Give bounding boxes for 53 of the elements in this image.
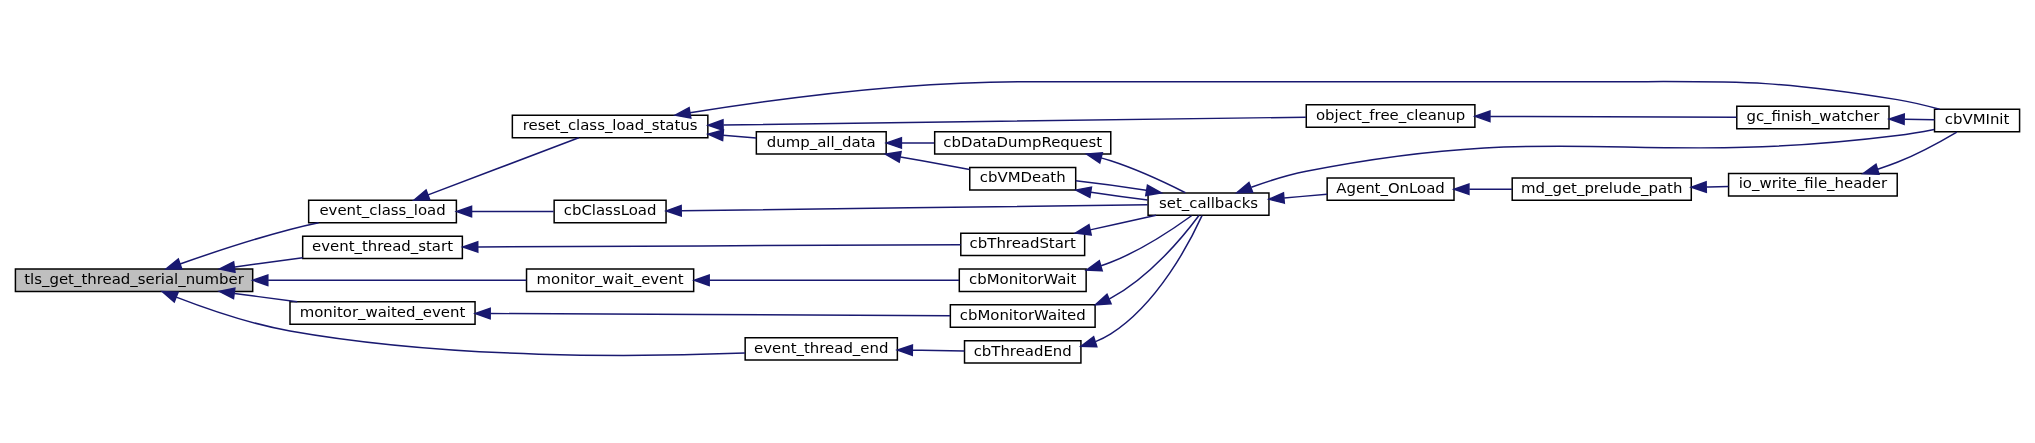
node-box: set_callbacks — [1147, 191, 1270, 216]
arrow — [692, 273, 960, 286]
node-box: monitor_wait_event — [525, 267, 695, 292]
arrow — [1073, 214, 1157, 236]
arrow — [250, 273, 527, 286]
node-box: cbThreadStart — [960, 231, 1086, 256]
arrow — [473, 306, 951, 320]
node-box: cbVMDeath — [969, 166, 1077, 191]
node-box: dump_all_data — [755, 130, 887, 155]
arrow — [1073, 185, 1149, 201]
arrow — [1075, 179, 1164, 196]
arrow — [411, 136, 580, 201]
node-box: object_free_cleanup — [1305, 103, 1476, 128]
node-box: cbDataDumpRequest — [933, 130, 1112, 155]
arrow — [673, 80, 1941, 119]
node-box: event_thread_start — [301, 234, 464, 259]
node-box: reset_class_load_status — [511, 114, 709, 138]
arrow — [1861, 130, 1958, 175]
node-box: gc_finish_watcher — [1736, 105, 1890, 129]
arrow — [1093, 214, 1200, 306]
arrow — [895, 343, 966, 356]
arrow — [1887, 112, 1936, 125]
arrow — [1078, 214, 1203, 347]
node-box: tls_get_thread_serial_number — [14, 267, 254, 292]
arrow — [1689, 180, 1730, 193]
node-box: cbMonitorWait — [958, 267, 1087, 292]
arrow — [705, 115, 1307, 131]
node-box: cbClassLoad — [553, 199, 667, 223]
arrow — [664, 203, 1149, 217]
node-box: md_get_prelude_path — [1511, 176, 1693, 201]
arrow — [1084, 214, 1193, 272]
arrow — [460, 240, 962, 253]
arrow — [1234, 128, 1935, 194]
arrow — [1451, 182, 1513, 195]
arrow — [1472, 109, 1738, 123]
node-box: cbVMInit — [1933, 108, 2021, 132]
node-box: cbMonitorWaited — [949, 303, 1096, 328]
node-box: monitor_waited_event — [289, 300, 476, 325]
arrow — [217, 256, 304, 273]
node-box: event_class_load — [307, 199, 458, 223]
node-box: event_thread_end — [744, 336, 899, 361]
arrow — [217, 286, 298, 303]
node-box: io_write_file_header — [1727, 172, 1898, 197]
arrow — [163, 221, 320, 270]
arrow — [160, 290, 746, 356]
arrow — [1266, 191, 1328, 204]
node-box: Agent_OnLoad — [1326, 176, 1455, 201]
arrow — [454, 204, 555, 218]
arrow — [1084, 151, 1187, 193]
node-box: cbThreadEnd — [963, 339, 1082, 364]
arrow — [883, 150, 971, 170]
arrow — [884, 136, 935, 149]
arrow — [705, 128, 757, 142]
